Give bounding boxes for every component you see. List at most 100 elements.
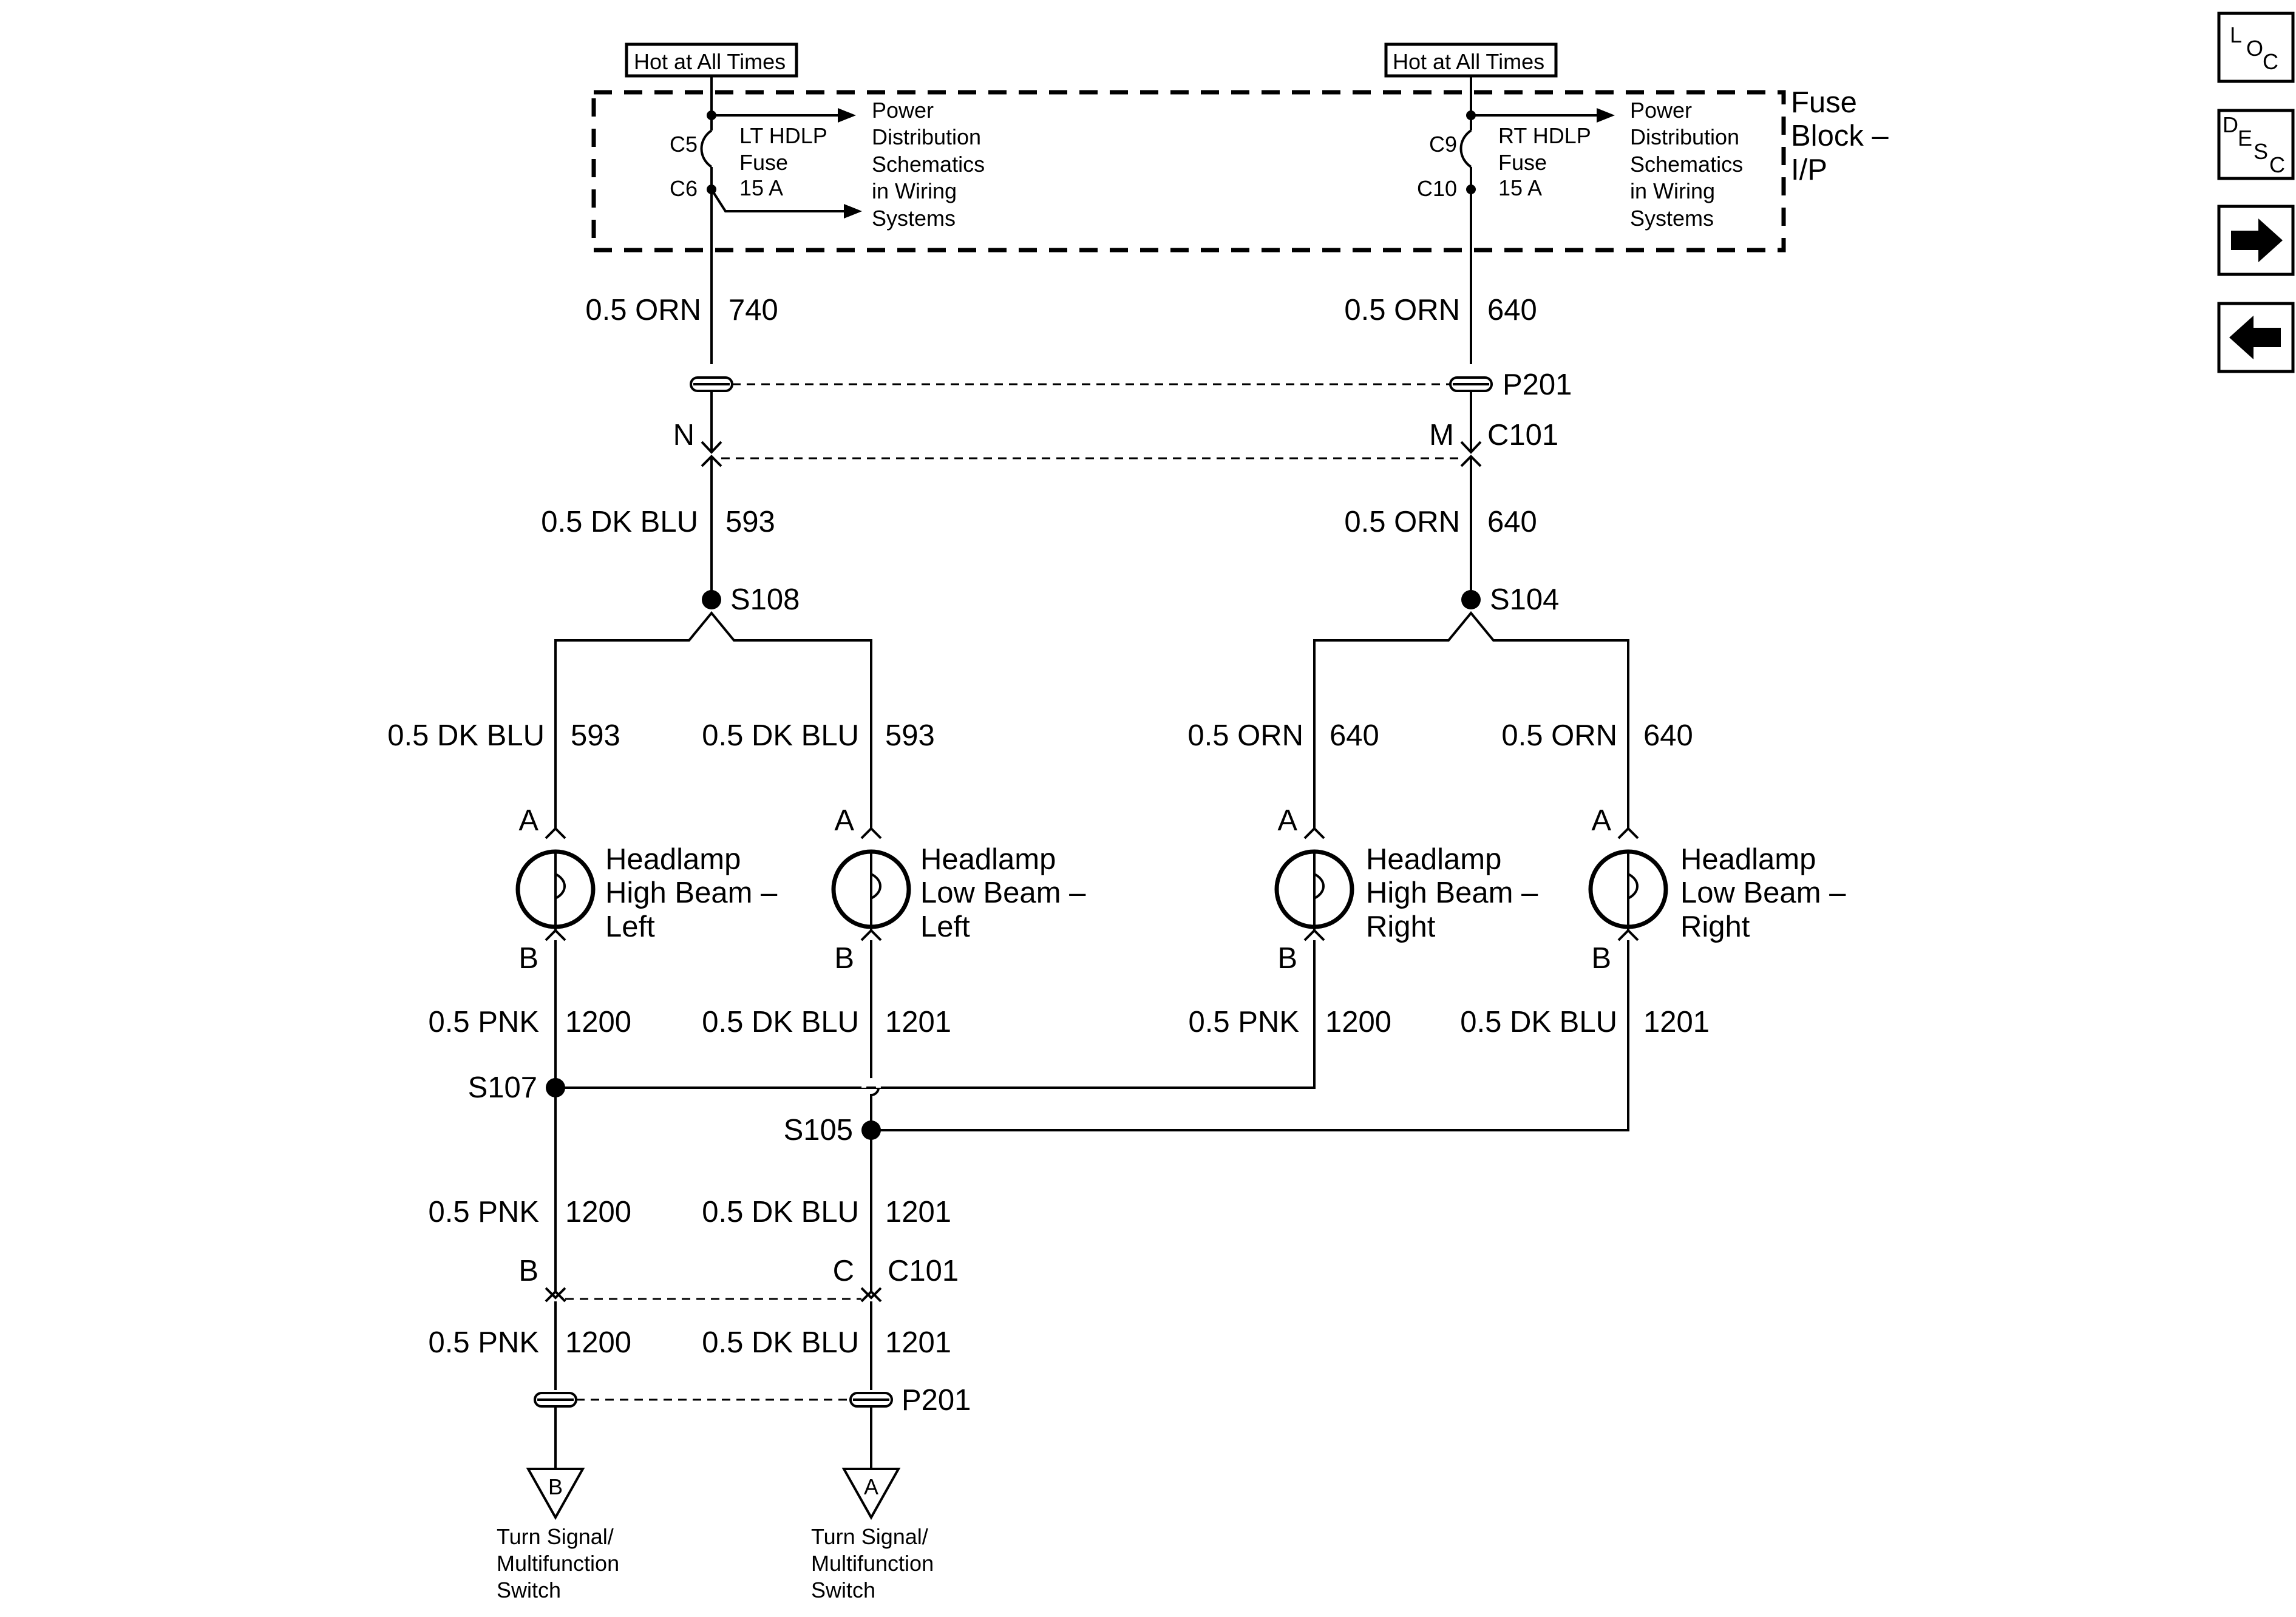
svg-text:0.5 DK BLU: 0.5 DK BLU (702, 1326, 859, 1359)
svg-text:0.5 PNK: 0.5 PNK (429, 1006, 540, 1039)
svg-text:Systems: Systems (1630, 206, 1714, 231)
svg-text:B: B (834, 942, 854, 975)
svg-text:1200: 1200 (565, 1196, 631, 1229)
svg-text:C101: C101 (888, 1255, 959, 1287)
svg-text:1201: 1201 (885, 1006, 951, 1039)
svg-text:Power: Power (872, 98, 934, 123)
svg-text:S: S (2254, 139, 2268, 164)
svg-text:Distribution: Distribution (872, 124, 981, 149)
svg-text:593: 593 (571, 719, 620, 752)
svg-text:0.5 ORN: 0.5 ORN (1187, 719, 1303, 752)
wire-label-hb-right-top: 0.5 ORN 640 (1187, 719, 1379, 752)
svg-text:RT HDLP: RT HDLP (1498, 123, 1591, 148)
p201-connector-top: P201 (690, 368, 1572, 401)
svg-text:C5: C5 (670, 132, 698, 157)
arrow-left-icon (2229, 316, 2281, 359)
svg-text:I/P: I/P (1791, 154, 1827, 186)
svg-text:Right: Right (1366, 910, 1436, 943)
wire-label-640-mid: 0.5 ORN 640 (1344, 506, 1537, 538)
headlamp-high-beam-right: A B Headlamp High Beam – Right (1274, 804, 1538, 975)
svg-text:0.5 ORN: 0.5 ORN (585, 294, 701, 327)
p201-connector-bottom: P201 (534, 1384, 971, 1417)
turn-signal-switch-terminal-a: A Turn Signal/ Multifunction Switch (811, 1468, 934, 1602)
arrow-right-icon (2231, 219, 2283, 262)
svg-text:Switch: Switch (811, 1578, 875, 1602)
svg-text:C9: C9 (1429, 132, 1457, 157)
svg-text:Systems: Systems (872, 206, 956, 231)
svg-text:P201: P201 (1503, 368, 1572, 401)
next-button[interactable] (2217, 205, 2295, 276)
svg-text:S104: S104 (1490, 583, 1559, 616)
svg-text:Fuse: Fuse (1498, 150, 1547, 175)
svg-text:L: L (2230, 22, 2242, 47)
svg-text:1201: 1201 (885, 1196, 951, 1229)
hot-at-all-times-right: Hot at All Times (1384, 42, 1558, 78)
svg-text:B: B (548, 1474, 563, 1499)
svg-text:0.5 PNK: 0.5 PNK (429, 1326, 540, 1359)
wire-label-lb-left-bot: 0.5 DK BLU 1201 (702, 1006, 951, 1039)
fuse-block-label: Fuse Block – I/P (1791, 86, 1889, 186)
svg-text:Multifunction: Multifunction (497, 1551, 619, 1576)
svg-text:593: 593 (885, 719, 935, 752)
headlamp-low-beam-left: A B Headlamp Low Beam – Left (831, 804, 1086, 975)
svg-text:Headlamp: Headlamp (605, 843, 741, 876)
svg-text:Low Beam –: Low Beam – (920, 876, 1086, 909)
svg-text:Left: Left (605, 910, 655, 943)
svg-text:Power: Power (1630, 98, 1692, 123)
svg-text:593: 593 (725, 506, 775, 538)
svg-text:Left: Left (920, 910, 970, 943)
svg-text:B: B (1277, 942, 1297, 975)
wire-label-640-upper: 0.5 ORN 640 (1344, 294, 1537, 327)
svg-text:1200: 1200 (565, 1006, 631, 1039)
wire-label-lb-right-top: 0.5 ORN 640 (1501, 719, 1693, 752)
svg-text:C: C (2263, 49, 2278, 74)
turn-signal-switch-terminal-b: B Turn Signal/ Multifunction Switch (497, 1468, 619, 1602)
svg-text:P201: P201 (902, 1384, 971, 1417)
svg-text:A: A (864, 1474, 878, 1499)
svg-text:N: N (673, 419, 695, 452)
loc-button[interactable]: L O C (2217, 12, 2295, 83)
svg-text:B: B (518, 942, 538, 975)
prev-button[interactable] (2217, 302, 2295, 373)
svg-text:A: A (1277, 804, 1297, 837)
svg-text:M: M (1429, 419, 1454, 452)
svg-text:High Beam –: High Beam – (605, 876, 778, 909)
splice-s105: S105 (784, 1114, 881, 1147)
svg-text:0.5 DK BLU: 0.5 DK BLU (702, 1196, 859, 1229)
lt-hdlp-fuse: C5 C6 LT HDLP Fuse 15 A (670, 76, 862, 364)
svg-text:1201: 1201 (1643, 1006, 1710, 1039)
wire-label-pnk-mid: 0.5 PNK 1200 (429, 1196, 632, 1229)
svg-text:Headlamp: Headlamp (1366, 843, 1501, 876)
svg-text:Right: Right (1680, 910, 1750, 943)
svg-text:C6: C6 (670, 176, 698, 201)
svg-text:Block –: Block – (1791, 120, 1889, 152)
svg-text:C101: C101 (1487, 419, 1558, 452)
svg-text:Distribution: Distribution (1630, 124, 1739, 149)
svg-text:0.5 ORN: 0.5 ORN (1344, 506, 1460, 538)
power-distribution-ref-left: Power Distribution Schematics in Wiring … (872, 98, 985, 231)
svg-text:B: B (518, 1255, 538, 1287)
svg-text:A: A (1591, 804, 1611, 837)
wire-label-blu-low: 0.5 DK BLU 1201 (702, 1326, 951, 1359)
svg-text:0.5 PNK: 0.5 PNK (429, 1196, 540, 1229)
svg-text:1201: 1201 (885, 1326, 951, 1359)
svg-text:0.5 ORN: 0.5 ORN (1344, 294, 1460, 327)
svg-text:A: A (834, 804, 854, 837)
svg-text:0.5 PNK: 0.5 PNK (1189, 1006, 1300, 1039)
svg-text:Turn Signal/: Turn Signal/ (811, 1524, 928, 1549)
headlamp-low-beam-right: A B Headlamp Low Beam – Right (1588, 804, 1846, 975)
wire-label-hb-left-top: 0.5 DK BLU 593 (387, 719, 620, 752)
svg-text:0.5 DK BLU: 0.5 DK BLU (541, 506, 698, 538)
svg-text:S105: S105 (784, 1114, 853, 1147)
svg-text:Schematics: Schematics (1630, 152, 1743, 177)
desc-button[interactable]: D E S C (2217, 109, 2295, 180)
svg-text:C10: C10 (1417, 176, 1457, 201)
svg-text:Headlamp: Headlamp (1680, 843, 1816, 876)
splice-s107: S107 (468, 1071, 565, 1104)
svg-text:S107: S107 (468, 1071, 537, 1104)
svg-text:S108: S108 (730, 583, 800, 616)
wire-label-740: 0.5 ORN 740 (585, 294, 778, 327)
svg-text:Hot at All Times: Hot at All Times (1393, 49, 1544, 74)
svg-text:O: O (2246, 36, 2263, 61)
svg-text:0.5 DK BLU: 0.5 DK BLU (387, 719, 545, 752)
